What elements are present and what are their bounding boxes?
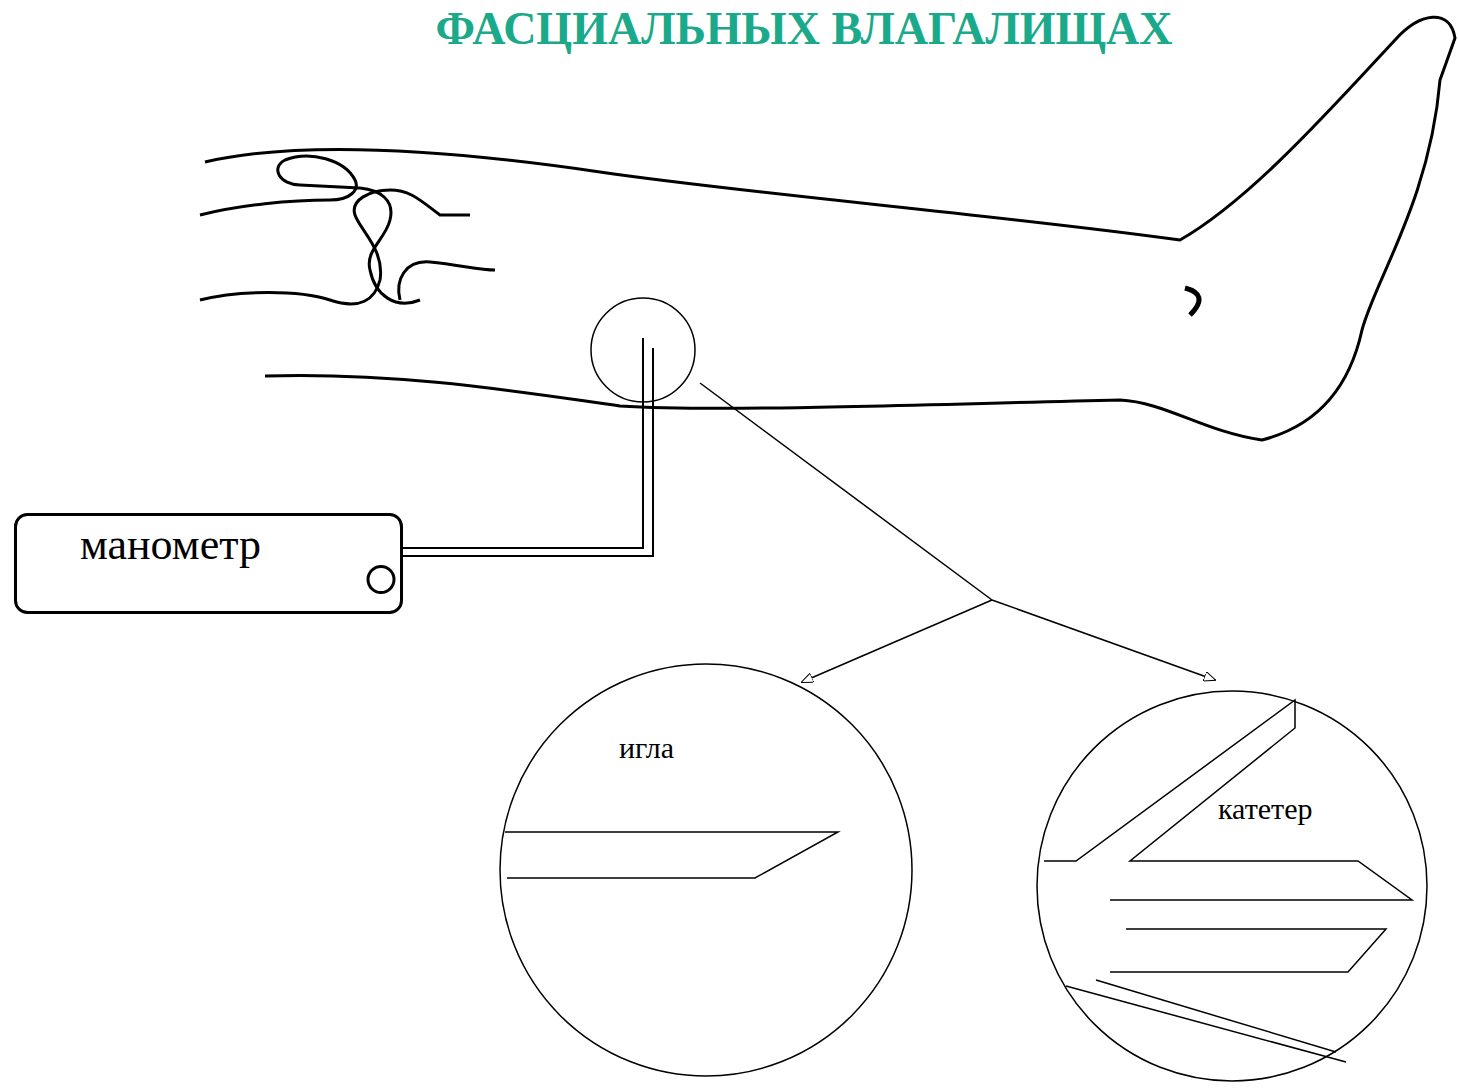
- magnified-circle: катетер: [1036, 690, 1428, 1082]
- node-label: игла: [619, 731, 674, 765]
- node-outline: [1036, 690, 1428, 1082]
- manometer-box: манометр: [14, 513, 403, 614]
- magnified-circle: игла: [499, 663, 913, 1077]
- title: ФАСЦИАЛЬНЫХ ВЛАГАЛИЩАХ: [0, 2, 1458, 55]
- node-label: катетер: [1218, 792, 1313, 826]
- node-outline: [499, 663, 913, 1077]
- node-label: манометр: [80, 519, 261, 570]
